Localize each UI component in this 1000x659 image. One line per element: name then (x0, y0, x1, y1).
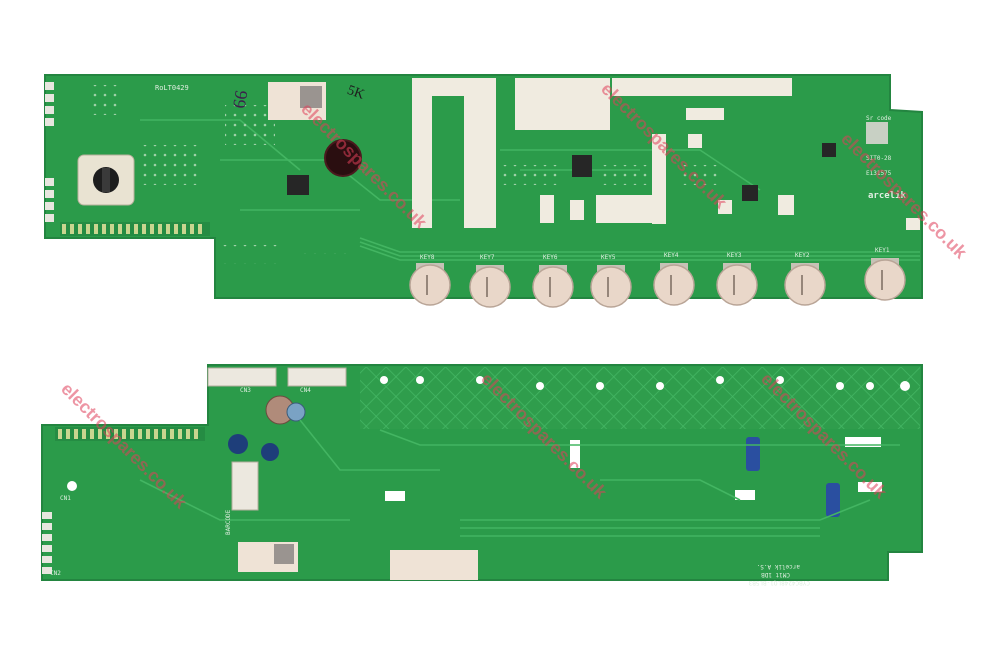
led-windows (412, 78, 920, 230)
top-bottom-fingers (60, 222, 210, 236)
silk-text: CN1 (60, 495, 71, 502)
svg-text:KEY7: KEY7 (480, 254, 495, 261)
svg-text:KEY1: KEY1 (875, 247, 890, 254)
bottom-traces (139, 419, 900, 537)
handwritten-mark: 5K (345, 83, 366, 103)
silk-text: Sr code (866, 115, 892, 122)
wire-connector (207, 367, 347, 511)
tactile-key: KEY7 (469, 254, 511, 308)
tactile-key: KEY3 (716, 252, 758, 306)
tactile-key: KEY5 (590, 254, 632, 308)
buzzer (324, 139, 362, 177)
qr-sticker (300, 86, 322, 108)
silk-text: CN4 (300, 387, 311, 394)
tactile-key: KEY2 (784, 252, 826, 306)
silk-text: CN2 (50, 570, 61, 577)
svg-text:KEY5: KEY5 (601, 254, 616, 261)
side-fingers (42, 512, 52, 574)
smd-components (90, 85, 720, 264)
ic-chip (572, 155, 592, 177)
silk-text: SIT0-28 (866, 155, 892, 162)
ic-chip (742, 185, 758, 201)
silk-text: RoLT0429 (155, 84, 189, 92)
rotary-selector (77, 154, 135, 206)
svg-text:KEY6: KEY6 (543, 254, 558, 261)
silk-text: CN3 (240, 387, 251, 394)
silk-text: arcelik A.S. (757, 563, 800, 570)
silk-text: arcelik (868, 190, 907, 201)
svg-text:KEY4: KEY4 (664, 252, 679, 259)
handwritten-mark: 66 (229, 89, 252, 110)
top-board: RoLT0429 arcelik Sr code SIT0-28 E131575… (44, 74, 923, 308)
bottom-board: BARCODE arcelik A.S. CM1t 1DB CYBC4248LQ… (41, 364, 923, 586)
tactile-key: KEY4 (653, 252, 695, 306)
board-cutout (67, 376, 910, 501)
silk-text: E131575 (866, 170, 892, 177)
silk-text: BARCODE (225, 509, 232, 535)
tactile-key: KEY6 (532, 254, 574, 308)
mesh-strip (360, 367, 920, 429)
capacitor (228, 395, 840, 517)
svg-text:KEY2: KEY2 (795, 252, 810, 259)
tactile-key: KEY8 (409, 254, 451, 306)
bottom-edge-connector (55, 427, 205, 441)
label-sticker (390, 550, 478, 580)
svg-text:KEY3: KEY3 (727, 252, 742, 259)
silk-text: CYBC4248LQ1-BL5B3 (748, 579, 810, 586)
svg-text:KEY8: KEY8 (420, 254, 435, 261)
qr-sticker (274, 544, 294, 564)
ic-chip (287, 175, 309, 195)
tactile-key: KEY1 (864, 247, 906, 301)
silk-text: CM1t 1DB (761, 571, 790, 578)
label-sticker (866, 122, 888, 144)
top-edge-connector (45, 82, 54, 222)
ic-chip (822, 143, 836, 157)
